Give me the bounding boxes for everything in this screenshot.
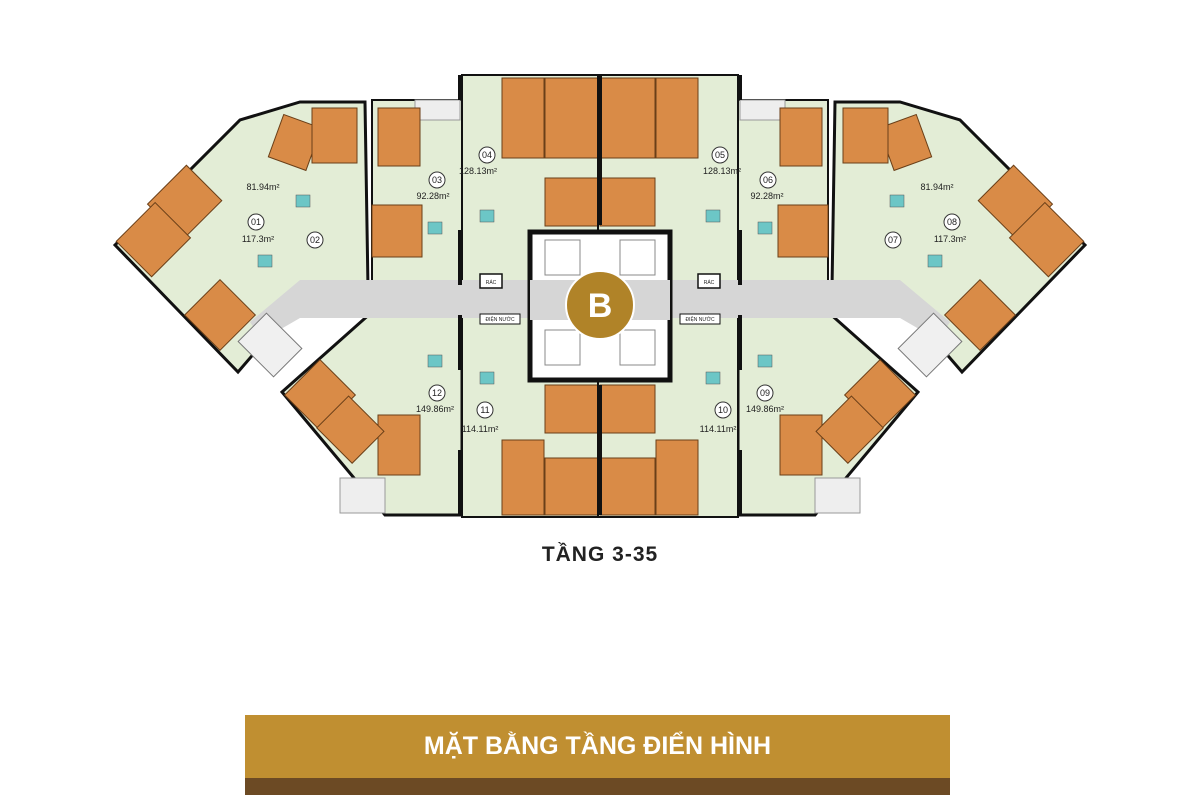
unit-number: 08 <box>947 217 957 227</box>
unit-number: 04 <box>482 150 492 160</box>
unit-number: 03 <box>432 175 442 185</box>
unit-number: 07 <box>888 235 898 245</box>
unit-number-badge <box>428 384 446 402</box>
building-badge <box>565 270 635 340</box>
elevators <box>544 239 656 366</box>
building-label: B <box>588 287 613 325</box>
trash-label: RÁC <box>486 279 497 286</box>
unit-number-badge <box>478 146 496 164</box>
floor-plan: B RÁC RÁC ĐIỆN NƯỚC ĐIỆN NƯỚC 01 117.3m² 0… <box>113 73 1087 519</box>
unit-number: 01 <box>251 217 261 227</box>
utility-label: ĐIỆN NƯỚC <box>685 315 715 323</box>
unit-area: 114.11m² <box>462 424 499 434</box>
unit-area: 128.13m² <box>459 166 497 176</box>
unit-number: 09 <box>760 388 770 398</box>
unit-number-badge <box>759 171 777 189</box>
unit-number-badge <box>756 384 774 402</box>
unit-number-badge <box>306 231 324 249</box>
unit-number-badge <box>711 146 729 164</box>
unit-area: 81.94m² <box>920 182 953 192</box>
unit-area: 117.3m² <box>934 234 966 244</box>
unit-number: 02 <box>310 235 320 245</box>
floor-range-label: TẦNG 3-35 <box>541 543 659 566</box>
trash-label: RÁC <box>704 279 715 286</box>
unit-number: 11 <box>480 405 489 415</box>
unit-number-badge <box>714 401 732 419</box>
unit-number-badge <box>476 401 494 419</box>
unit-number-badge <box>247 213 265 231</box>
unit-area: 117.3m² <box>242 234 274 244</box>
unit-area: 114.11m² <box>700 424 737 434</box>
unit-area: 92.28m² <box>416 191 449 201</box>
unit-number: 12 <box>432 388 442 398</box>
unit-area: 149.86m² <box>416 404 454 414</box>
utility-label: ĐIỆN NƯỚC <box>485 315 515 323</box>
unit-number-badge <box>428 171 446 189</box>
unit-area: 92.28m² <box>750 191 783 201</box>
unit-area: 81.94m² <box>246 182 279 192</box>
unit-number: 06 <box>763 175 773 185</box>
banner-stripe <box>245 778 950 795</box>
unit-area: 128.13m² <box>703 166 741 176</box>
unit-number-badge <box>943 213 961 231</box>
unit-area: 149.86m² <box>746 404 784 414</box>
unit-number: 05 <box>715 150 725 160</box>
unit-number: 10 <box>718 405 728 415</box>
title-banner: MẶT BẰNG TẦNG ĐIỂN HÌNH <box>245 715 950 795</box>
banner-title: MẶT BẰNG TẦNG ĐIỂN HÌNH <box>245 715 950 778</box>
unit-number-badge <box>884 231 902 249</box>
